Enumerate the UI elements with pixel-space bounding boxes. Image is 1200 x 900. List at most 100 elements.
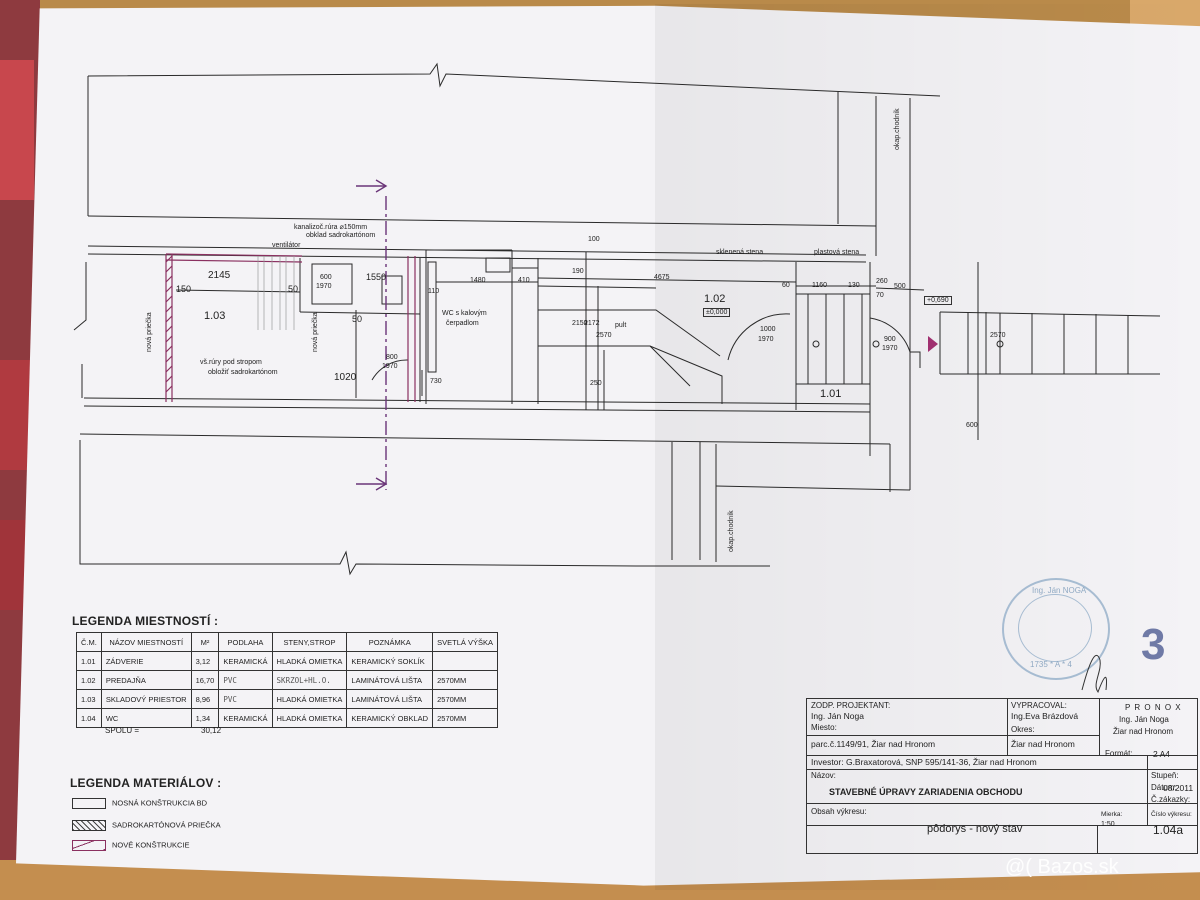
material-label: SADROKARTÓNOVÁ PRIEČKA (112, 820, 221, 830)
scale-label: Mierka: (1101, 811, 1123, 818)
rooms-table: Č.M. NÁZOV MIESTNOSTÍ M² PODLAHA STENY,S… (76, 632, 498, 728)
dimension: 600 (320, 274, 332, 281)
sum-value: 30,12 (201, 726, 222, 735)
dimension: 50 (288, 284, 299, 294)
dimension: 900 (884, 336, 896, 343)
dimension: 1000 (760, 326, 776, 333)
material-label: NOSNÁ KONŠTRUKCIA BD (112, 798, 208, 808)
company-person: Ing. Ján Noga (1119, 715, 1169, 724)
label-pipes: obložiť sadrokartónom (208, 369, 278, 376)
dimension: 1160 (812, 282, 828, 289)
floor-level: ±0,000 (703, 308, 731, 317)
dimension: 800 (386, 354, 398, 361)
sheet-number: 3 (1141, 620, 1166, 669)
dimension: 600 (966, 422, 978, 429)
stamp-text: Ing. Ján NOGA (1032, 586, 1087, 595)
district-value: Žiar nad Hronom (1011, 739, 1075, 749)
divider (1099, 699, 1100, 755)
company-city: Žiar nad Hronom (1113, 727, 1174, 736)
district-label: Okres: (1011, 725, 1035, 734)
contents-value: pôdorys - nový stav (927, 823, 1023, 835)
author-label: VYPRACOVAL: (1011, 701, 1067, 710)
dimension: 1970 (382, 363, 398, 370)
table-header-row: Č.M. NÁZOV MIESTNOSTÍ M² PODLAHA STENY,S… (76, 632, 498, 652)
engineer-stamp-seal: Ing. Ján NOGA 1735 * A * 4 (1002, 578, 1110, 680)
designer-value: Ing. Ján Noga (811, 711, 864, 721)
material-swatch-bearing (72, 798, 106, 809)
label-plastic-wall: plastová stena (814, 249, 860, 256)
table-row: 1.04 WC 1,34 KERAMICKÁ HLADKÁ OMIETKA KE… (76, 708, 498, 728)
divider (807, 825, 1197, 826)
label-pipes: vš.rúry pod stropom (200, 359, 262, 366)
dimension: 730 (430, 378, 442, 385)
dimension: 1550 (366, 272, 387, 282)
stamp-text: 1735 * A * 4 (1030, 660, 1072, 669)
dimension: 1480 (470, 277, 486, 284)
stamp-inner-ring (1018, 594, 1092, 662)
divider (1007, 699, 1008, 755)
dimension: 4675 (654, 274, 670, 281)
dimension: 190 (572, 268, 584, 275)
label-glass-wall: sklenená stena (716, 249, 764, 256)
dimension: 1970 (758, 336, 774, 343)
divider (1147, 755, 1148, 825)
dimension: 2172 (584, 320, 600, 327)
stage-label: Stupeň: (1151, 771, 1179, 780)
label-kanal: kanalizoč.rúra ⌀150mm (294, 224, 368, 231)
company-name: P R O N O X (1125, 703, 1182, 712)
label-wc-pump: čerpadlom (446, 320, 479, 327)
material-swatch-new (72, 840, 106, 851)
label-wc-pump: WC s kalovým (442, 310, 487, 317)
material-item: SADROKARTÓNOVÁ PRIEČKA (72, 820, 221, 831)
dimension: 410 (518, 277, 530, 284)
dimension: 130 (848, 282, 860, 289)
room-number: 1.01 (820, 388, 842, 400)
room-number: 1.03 (204, 310, 226, 322)
divider (807, 769, 1197, 770)
drawing-number-label: Číslo výkresu: (1151, 811, 1192, 818)
legend-materials-title: LEGENDA MATERIÁLOV : (70, 776, 222, 790)
project-title: STAVEBNÉ ÚPRAVY ZARIADENIA OBCHODU (829, 787, 1023, 797)
dimension: 50 (352, 314, 363, 324)
label-ventilator: ventilátor (272, 242, 301, 249)
format-value: 2 A4 (1153, 749, 1171, 759)
dimension: 60 (782, 282, 790, 289)
sum-label: SPOLU = (105, 726, 140, 735)
floor-level: +0,690 (924, 296, 952, 305)
designer-label: ZODP. PROJEKTANT: (811, 701, 891, 710)
room-number: 1.02 (704, 293, 726, 305)
date-label: Dátum: (1151, 783, 1177, 792)
dimension: 2570 (990, 332, 1006, 339)
drawing-sheet (16, 5, 1200, 886)
table-cell: 2570MM (432, 708, 498, 728)
dimension: 150 (176, 284, 192, 294)
contents-label: Obsah výkresu: (811, 807, 867, 816)
label-counter: pult (615, 322, 627, 329)
dimension: 1970 (316, 283, 332, 290)
table-cell: KERAMICKÁ (218, 708, 273, 728)
site-watermark: @( Bazos.sk (1005, 856, 1119, 878)
format-label: Formát: (1105, 749, 1133, 758)
dimension: 500 (894, 283, 906, 290)
divider (807, 803, 1197, 804)
divider (807, 755, 1197, 756)
location-label: Miesto: (811, 723, 837, 732)
material-swatch-drywall (72, 820, 106, 831)
location-value: parc.č.1149/91, Žiar nad Hronom (811, 739, 936, 749)
dimension: 100 (588, 236, 600, 243)
date-value: 08/2011 (1163, 783, 1194, 793)
title-block: ZODP. PROJEKTANT: Ing. Ján Noga VYPRACOV… (806, 698, 1198, 854)
dimension: 1970 (882, 345, 898, 352)
scale-value: 1:50 (1101, 821, 1115, 828)
divider (1097, 825, 1098, 853)
dimension: 1020 (334, 372, 357, 383)
material-item: NOVÉ KONŠTRUKCIE (72, 840, 190, 851)
dimension: 250 (590, 380, 602, 387)
order-label: Č.zákazky: (1151, 795, 1191, 804)
dimension: 260 (876, 278, 888, 285)
table-row: 1.02 PREDAJŇA 16,70 PVC SKRZOL+HL.O. LAM… (76, 670, 498, 690)
author-value: Ing.Eva Brázdová (1011, 711, 1079, 721)
divider (807, 735, 1099, 736)
legend-rooms-title: LEGENDA MIESTNOSTÍ : (72, 614, 219, 628)
